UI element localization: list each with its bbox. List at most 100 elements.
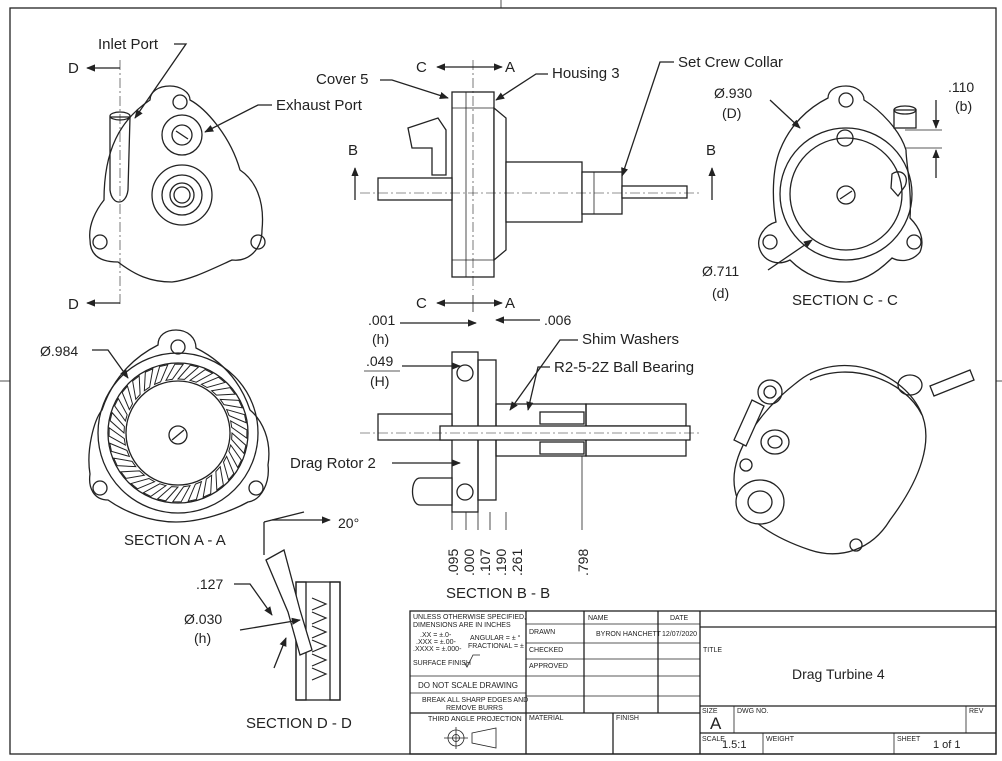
tb-do-not-scale: DO NOT SCALE DRAWING (418, 681, 518, 690)
dim-000: .000 (461, 549, 477, 576)
tb-surface-finish: SURFACE FINISH (413, 660, 471, 667)
dim-030-tag: (h) (194, 630, 211, 646)
dim-107: .107 (477, 549, 493, 576)
dim-127: .127 (196, 576, 223, 592)
rotor-blade (142, 483, 168, 498)
rotor-blade (121, 384, 134, 411)
dim-001-tag: (h) (372, 331, 389, 347)
tb-size: A (710, 714, 722, 733)
tb-weight-label: WEIGHT (766, 736, 795, 743)
section-d-blade (311, 597, 328, 611)
tb-drawn-date: 12/07/2020 (662, 631, 697, 638)
dim-930-tag: (D) (722, 105, 741, 121)
section-d-blade (311, 611, 328, 625)
dim-261: .261 (509, 549, 525, 576)
rotor-blade (156, 486, 180, 502)
inlet-port-label: Inlet Port (98, 36, 159, 53)
rotor-blade (109, 411, 125, 435)
rotor-blade (153, 364, 169, 386)
tb-dwg-no-label: DWG NO. (737, 708, 769, 715)
dim-930: Ø.930 (714, 85, 752, 101)
dim-001: .001 (368, 312, 395, 328)
tb-material: MATERIAL (529, 715, 564, 722)
section-d-marker-top: D (68, 60, 79, 77)
dim-110-tag: (b) (955, 98, 972, 114)
tb-sheet-label: SHEET (897, 736, 921, 743)
section-c-marker-top: C (416, 59, 427, 76)
rotor-blade (188, 368, 214, 383)
rotor-blade (231, 431, 247, 455)
tb-tol2: .XXX = ±.00- (416, 639, 457, 646)
dim-049-tag: (H) (370, 373, 389, 389)
tb-row-drawn: DRAWN (529, 629, 555, 636)
ball-bearing-label: R2-5-2Z Ball Bearing (554, 359, 694, 376)
tb-drawn-name: BYRON HANCHETT (596, 631, 662, 638)
tb-break-edges-2: REMOVE BURRS (446, 705, 503, 712)
tb-angular: ANGULAR = ± ° (470, 634, 521, 642)
section-d-blade (311, 667, 328, 681)
rotor-blade (225, 408, 247, 424)
cover-label: Cover 5 (316, 71, 369, 88)
section-a-marker-top: A (505, 59, 515, 76)
tb-row-checked: CHECKED (529, 647, 563, 654)
section-aa-title: SECTION A - A (124, 532, 226, 549)
tb-row-approved: APPROVED (529, 663, 568, 670)
rotor-blade (202, 474, 213, 499)
dim-984: Ø.984 (40, 343, 78, 359)
rotor-blade (187, 480, 203, 502)
tb-scale: 1.5:1 (722, 739, 746, 751)
section-d-blade (311, 625, 328, 639)
tb-col-name: NAME (588, 615, 609, 622)
rotor-blade (215, 465, 224, 492)
end-view-front (89, 60, 266, 305)
rotor-blade (109, 442, 131, 458)
rotor-blade (176, 364, 200, 380)
rotor-blade (219, 398, 244, 409)
rotor-blade (165, 363, 185, 382)
tb-sheet: 1 of 1 (933, 739, 961, 751)
rotor-blade (171, 484, 191, 503)
dim-711-tag: (d) (712, 285, 729, 301)
rotor-blade (210, 387, 237, 396)
set-screw-collar-label: Set Crew Collar (678, 54, 783, 71)
section-bb-title: SECTION B - B (446, 585, 550, 602)
tb-title-label: TITLE (703, 647, 722, 654)
section-d-blade (311, 639, 328, 653)
isometric-view (733, 364, 975, 555)
section-a-view: Ø.984 SECTION A - A (40, 329, 270, 549)
exhaust-port-label: Exhaust Port (276, 97, 363, 114)
tb-col-date: DATE (670, 615, 688, 622)
section-d-marker-bottom: D (68, 296, 79, 313)
side-view-markers: C A B B Cover 5 Housing 3 Set Crew Colla… (316, 54, 783, 200)
section-d-view: 20° .127 Ø.030 (h) SECTION D - D (184, 511, 359, 732)
section-c-view (758, 85, 923, 283)
section-c-dimensions: Ø.930 (D) Ø.711 (d) .110 (b) SECTION C -… (702, 79, 974, 309)
section-a-marker-mid: A (505, 295, 515, 312)
section-d-blade (311, 653, 328, 667)
tb-note-line2: DIMENSIONS ARE IN INCHES (413, 622, 511, 629)
dim-030: Ø.030 (184, 611, 222, 627)
dim-711: Ø.711 (702, 263, 739, 279)
dim-110: .110 (948, 79, 974, 95)
tb-tol3: .XXXX = ±.000- (413, 646, 462, 653)
tb-size-label: SIZE (702, 708, 718, 715)
dim-angle-20: 20° (338, 515, 359, 531)
dim-798: .798 (575, 549, 591, 576)
section-b-annotations: C A .001 (h) .006 .049 (H) Shim Washers … (290, 295, 694, 602)
rotor-blade (200, 376, 227, 389)
shim-washers-label: Shim Washers (582, 331, 679, 348)
dim-095: .095 (445, 549, 461, 576)
rotor-blade (113, 397, 128, 423)
rotor-blade (143, 367, 154, 392)
side-view (360, 60, 700, 290)
rotor-blade (129, 477, 156, 490)
rotor-blade (112, 457, 137, 468)
section-d-markers: D D (68, 60, 120, 313)
rotor-blade (228, 443, 243, 469)
rotor-blade (229, 420, 248, 440)
tb-tol1: .XX = ±.0- (420, 632, 452, 639)
section-cc-title: SECTION C - C (792, 292, 898, 309)
housing-label: Housing 3 (552, 65, 620, 82)
dim-006: .006 (544, 312, 571, 328)
tb-scale-label: SCALE (702, 736, 725, 743)
